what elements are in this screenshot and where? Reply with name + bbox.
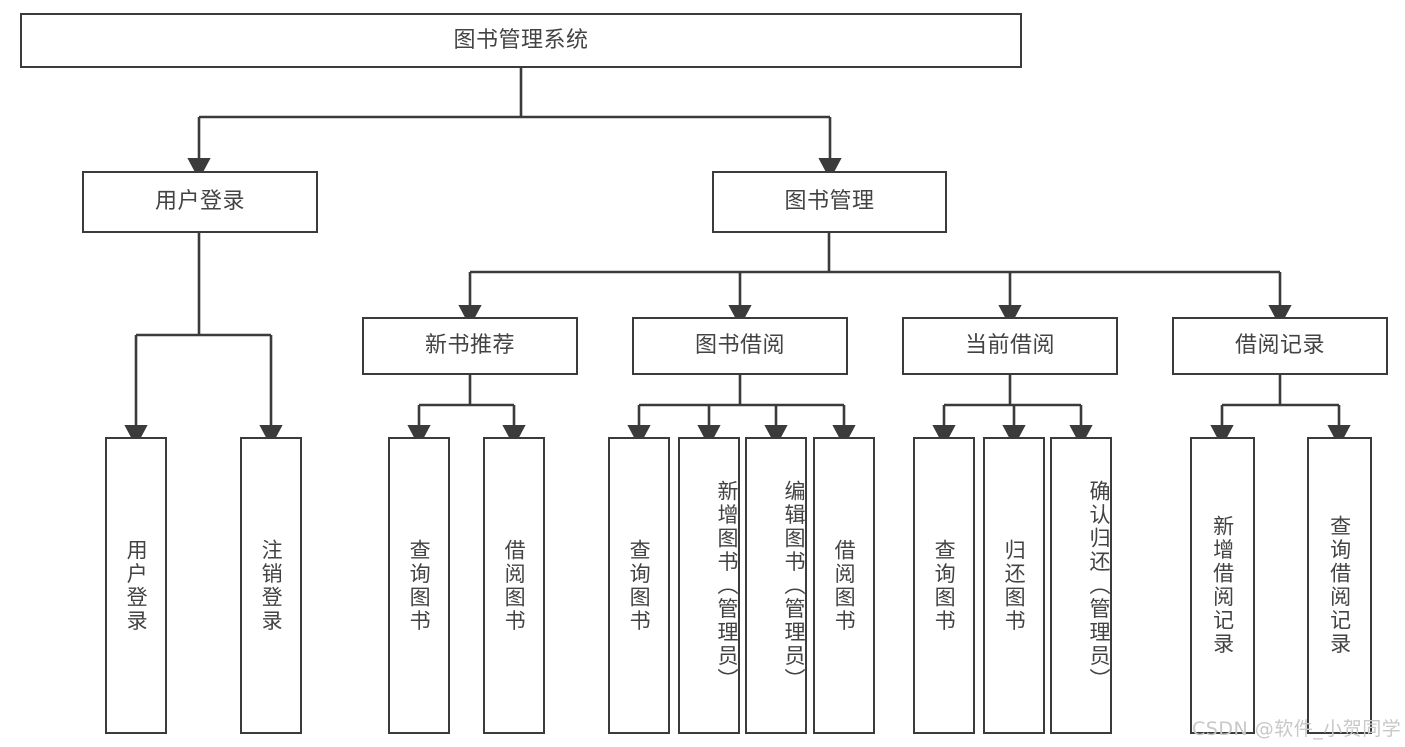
leaf-query-book-borrow[interactable]: 查询图书 xyxy=(608,437,670,734)
node-book-management[interactable]: 图书管理 xyxy=(712,171,947,233)
node-label: 归还图书 xyxy=(1002,538,1027,633)
node-label: 查询图书 xyxy=(932,538,957,633)
node-user-login[interactable]: 用户登录 xyxy=(82,171,318,233)
leaf-borrow-book[interactable]: 借阅图书 xyxy=(813,437,875,734)
leaf-query-book-current[interactable]: 查询图书 xyxy=(913,437,975,734)
node-label: 借阅记录 xyxy=(1234,333,1325,359)
node-borrow-record[interactable]: 借阅记录 xyxy=(1172,317,1388,375)
leaf-query-borrow-record[interactable]: 查询借阅记录 xyxy=(1307,437,1372,734)
node-label: 用户登录 xyxy=(154,189,245,215)
node-label: 新增借阅记录 xyxy=(1210,515,1235,656)
leaf-return-book[interactable]: 归还图书 xyxy=(983,437,1045,734)
node-label: 注销登录 xyxy=(259,538,284,633)
node-label: 查询借阅记录 xyxy=(1327,515,1352,656)
node-label: 编辑图书（管理员） xyxy=(782,479,806,692)
leaf-confirm-return-admin[interactable]: 确认归还（管理员） xyxy=(1050,437,1112,734)
node-label: 用户登录 xyxy=(124,538,149,633)
leaf-user-login[interactable]: 用户登录 xyxy=(105,437,167,734)
node-label: 查询图书 xyxy=(627,538,652,633)
node-label: 图书管理系统 xyxy=(453,27,589,53)
node-label: 借阅图书 xyxy=(832,538,857,633)
node-label: 确认归还（管理员） xyxy=(1087,479,1111,692)
node-label: 新增图书（管理员） xyxy=(715,479,739,692)
node-label: 当前借阅 xyxy=(964,333,1055,359)
node-label: 借阅图书 xyxy=(502,538,527,633)
leaf-edit-book-admin[interactable]: 编辑图书（管理员） xyxy=(745,437,807,734)
leaf-add-borrow-record[interactable]: 新增借阅记录 xyxy=(1190,437,1255,734)
node-new-book-recommend[interactable]: 新书推荐 xyxy=(362,317,578,375)
csdn-watermark: CSDN @软件_小贺同学 xyxy=(1192,718,1402,740)
leaf-query-book-recommend[interactable]: 查询图书 xyxy=(388,437,450,734)
node-label: 图书管理 xyxy=(784,189,875,215)
leaf-add-book-admin[interactable]: 新增图书（管理员） xyxy=(678,437,740,734)
node-current-borrow[interactable]: 当前借阅 xyxy=(902,317,1118,375)
leaf-logout[interactable]: 注销登录 xyxy=(240,437,302,734)
node-root-book-management-system[interactable]: 图书管理系统 xyxy=(20,13,1022,68)
node-label: 图书借阅 xyxy=(694,333,785,359)
node-book-borrow[interactable]: 图书借阅 xyxy=(632,317,848,375)
leaf-borrow-book-recommend[interactable]: 借阅图书 xyxy=(483,437,545,734)
node-label: 查询图书 xyxy=(407,538,432,633)
node-label: 新书推荐 xyxy=(424,333,515,359)
